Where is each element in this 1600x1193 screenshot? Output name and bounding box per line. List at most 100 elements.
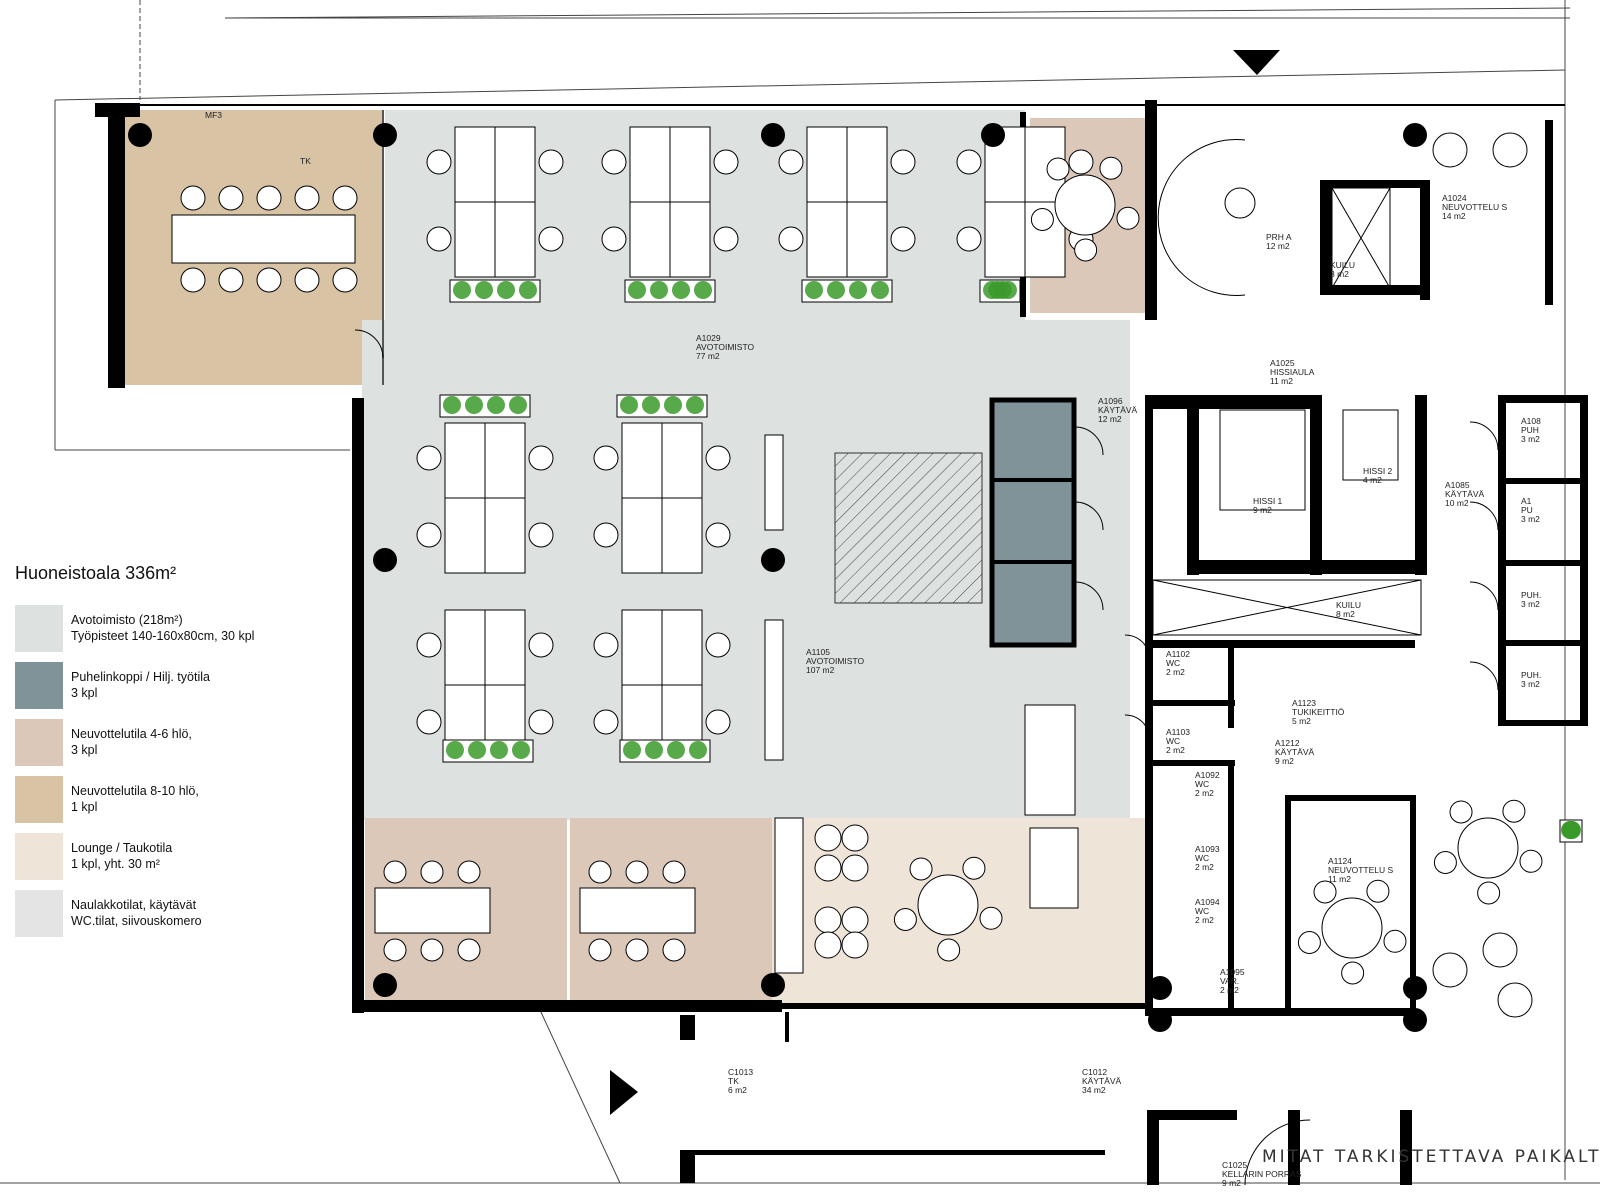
- chair-icon: [528, 522, 554, 548]
- legend-text: Avotoimisto (218m²)Työpisteet 140-160x80…: [71, 612, 254, 644]
- plant-icon: [694, 281, 712, 299]
- chair-icon: [1492, 132, 1528, 168]
- legend-line2: 3 kpl: [71, 686, 98, 700]
- chair-icon: [662, 938, 686, 962]
- chair-icon: [962, 856, 986, 880]
- chair-icon: [1449, 800, 1473, 824]
- chair-icon: [1383, 929, 1407, 953]
- chair-icon: [662, 860, 686, 884]
- door-swing: [1469, 661, 1499, 691]
- plant-icon: [667, 741, 685, 759]
- chair-icon: [979, 906, 1003, 930]
- door-swing: [354, 329, 384, 359]
- chair-icon: [416, 522, 442, 548]
- door-swing: [1074, 581, 1104, 611]
- room-label-puh1: 3 m2: [1521, 434, 1540, 444]
- legend-item: Puhelinkoppi / Hilj. työtila 3 kpl: [15, 661, 345, 709]
- room-label-a1102: WC: [1166, 658, 1180, 668]
- label-tk: TK: [300, 156, 311, 166]
- room-label-hissi1: HISSI 1: [1253, 496, 1283, 506]
- door-swing: [1074, 426, 1104, 456]
- room-label-a1024: NEUVOTTELU S: [1442, 202, 1508, 212]
- room-label-a1123: TUKIKEITTIÖ: [1292, 707, 1345, 717]
- door-swing: [1469, 581, 1499, 611]
- door-swing: [1074, 501, 1104, 531]
- room-label-puh1: PUH: [1521, 425, 1539, 435]
- legend-swatch: [15, 889, 63, 937]
- room-label-a1092: A1092: [1195, 770, 1220, 780]
- room-label-puh2: A1: [1521, 496, 1532, 506]
- bench: [1029, 827, 1079, 909]
- structural-column: [373, 548, 397, 572]
- chair-icon: [841, 931, 869, 959]
- bench: [774, 817, 804, 974]
- room-label-a1105: AVOTOIMISTO: [806, 656, 864, 666]
- spiral-stair-icon: [1157, 139, 1311, 1186]
- round-table: [1054, 174, 1116, 236]
- columns: [128, 123, 1427, 1032]
- plant-icon: [465, 396, 483, 414]
- room-label-a1124: 11 m2: [1328, 874, 1351, 884]
- room-label-puh4: 3 m2: [1521, 679, 1540, 689]
- plant-icon: [827, 281, 845, 299]
- chair-icon: [1046, 157, 1070, 181]
- room-label-a1025: 11 m2: [1270, 376, 1293, 386]
- chair-icon: [1502, 799, 1526, 823]
- structural-column: [373, 123, 397, 147]
- room-label-a1102: A1102: [1166, 649, 1190, 659]
- bench: [764, 619, 784, 761]
- chair-icon: [426, 226, 452, 252]
- room-label-a1095: VAR.: [1220, 976, 1239, 986]
- room-label-hissi2: HISSI 2: [1363, 466, 1393, 476]
- chair-icon: [1432, 952, 1468, 988]
- room-label-kuilu8: 8 m2: [1336, 609, 1355, 619]
- plant-icon: [664, 396, 682, 414]
- legend-line1: Puhelinkoppi / Hilj. työtila: [71, 670, 210, 684]
- legend-swatch: [15, 661, 63, 709]
- chair-icon: [256, 185, 282, 211]
- chair-icon: [218, 185, 244, 211]
- plant-icon: [1561, 821, 1579, 839]
- room-label-a1105: 107 m2: [806, 665, 835, 675]
- legend: Huoneistoala 336m² Avotoimisto (218m²)Ty…: [15, 563, 345, 946]
- planter: [616, 394, 708, 418]
- chair-icon: [814, 906, 842, 934]
- room-label-a1105: A1105: [806, 647, 830, 657]
- chair-icon: [256, 267, 282, 293]
- chair-icon: [332, 267, 358, 293]
- furniture: [171, 126, 1583, 1018]
- room-label-a1025: HISSIAULA: [1270, 367, 1315, 377]
- plant-icon: [487, 396, 505, 414]
- room-label-a1096: KÄYTÄVÄ: [1098, 405, 1138, 415]
- phone-booths: [989, 397, 1077, 648]
- room-label-c1012: KÄYTÄVÄ: [1082, 1076, 1122, 1086]
- plant-icon: [628, 281, 646, 299]
- chair-icon: [1068, 149, 1094, 175]
- chair-icon: [956, 226, 982, 252]
- room-label-a1103: A1103: [1166, 727, 1190, 737]
- round-table: [1321, 897, 1383, 959]
- plant-icon: [650, 281, 668, 299]
- room-label-a1085: A1085: [1445, 480, 1470, 490]
- chair-icon: [416, 445, 442, 471]
- room-label-a1094: A1094: [1195, 897, 1220, 907]
- chair-icon: [294, 185, 320, 211]
- bench: [764, 434, 784, 531]
- legend-line1: Neuvottelutila 8-10 hlö,: [71, 784, 199, 798]
- room-label-puh4: PUH.: [1521, 670, 1541, 680]
- shaft-cross: [1152, 187, 1422, 636]
- chair-icon: [890, 226, 916, 252]
- door-swing: [1469, 421, 1499, 451]
- chair-icon: [457, 860, 481, 884]
- room-label-a1093: 2 m2: [1195, 862, 1214, 872]
- chair-icon: [893, 908, 917, 932]
- chair-icon: [416, 709, 442, 735]
- door-swing: [1124, 714, 1151, 741]
- legend-title: Huoneistoala 336m²: [15, 563, 177, 583]
- legend-text: Puhelinkoppi / Hilj. työtila 3 kpl: [71, 669, 210, 701]
- room-label-kuilu3: KUILU: [1330, 260, 1355, 270]
- chair-icon: [528, 709, 554, 735]
- plant-icon: [468, 741, 486, 759]
- room-label-a1025: A1025: [1270, 358, 1295, 368]
